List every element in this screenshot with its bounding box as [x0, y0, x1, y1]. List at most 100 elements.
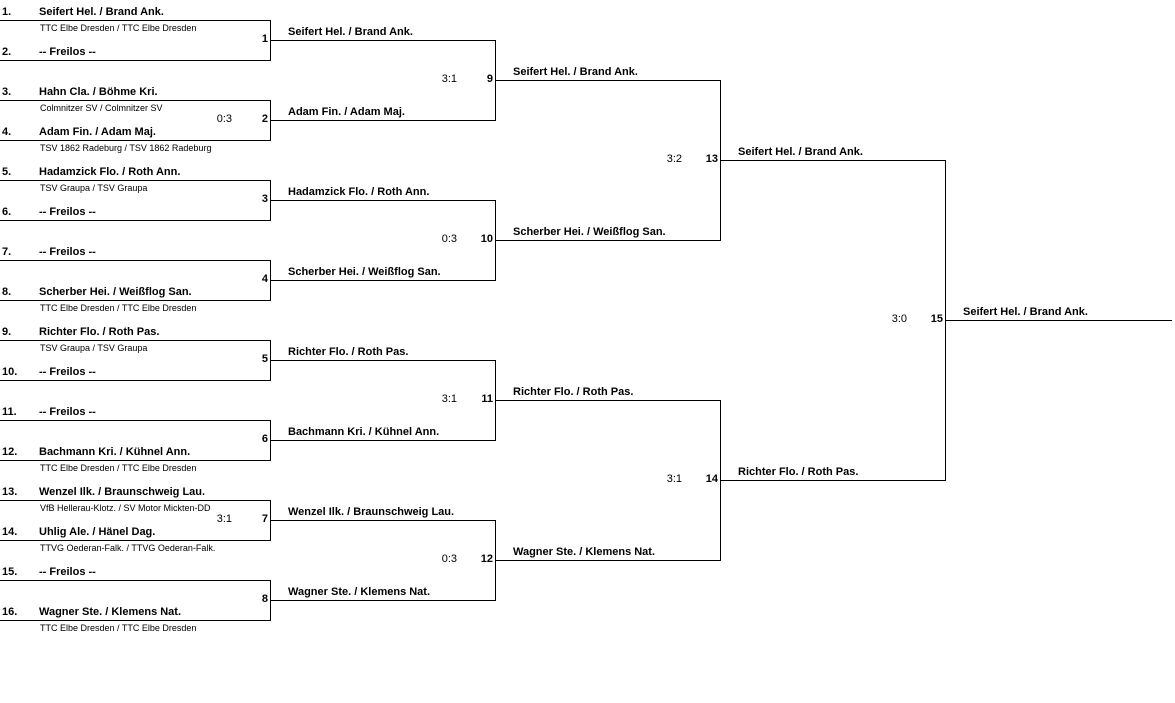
seed-number: 16.	[2, 606, 18, 618]
match-number: 7	[261, 513, 268, 525]
player-pair-name[interactable]: Richter Flo. / Roth Pas.	[39, 326, 160, 338]
match-winner-name[interactable]: Hadamzick Flo. / Roth Ann.	[288, 186, 430, 198]
match-number: 8	[261, 593, 268, 605]
player-club: TSV Graupa / TSV Graupa	[40, 183, 148, 193]
seed-number: 6.	[2, 206, 12, 218]
entry-line	[0, 300, 270, 301]
player-club: TSV 1862 Radeburg / TSV 1862 Radeburg	[40, 143, 212, 153]
match-number: 1	[261, 33, 268, 45]
seed-number: 12.	[2, 446, 18, 458]
match-winner-name[interactable]: Wagner Ste. / Klemens Nat.	[288, 586, 431, 598]
match-line	[945, 320, 1172, 321]
player-club: TTC Elbe Dresden / TTC Elbe Dresden	[40, 463, 197, 473]
player-pair-name[interactable]: -- Freilos --	[39, 246, 96, 258]
entry-line	[0, 220, 270, 221]
match-winner-name[interactable]: Scherber Hei. / Weißflog San.	[288, 266, 441, 278]
match-number: 13	[705, 153, 718, 165]
entry-line	[0, 140, 270, 141]
entry-line	[0, 60, 270, 61]
match-line	[270, 440, 495, 441]
match-number: 10	[480, 233, 493, 245]
match-score: 0:3	[216, 113, 232, 125]
entry-line	[0, 180, 270, 181]
entry-line	[0, 380, 270, 381]
match-winner-name[interactable]: Seifert Hel. / Brand Ank.	[738, 146, 863, 158]
entry-line	[0, 580, 270, 581]
match-score: 3:1	[441, 393, 457, 405]
entry-line	[0, 20, 270, 21]
match-line	[270, 360, 495, 361]
seed-number: 3.	[2, 86, 12, 98]
match-number: 14	[705, 473, 718, 485]
match-winner-name[interactable]: Richter Flo. / Roth Pas.	[738, 466, 859, 478]
player-pair-name[interactable]: Adam Fin. / Adam Maj.	[39, 126, 156, 138]
player-pair-name[interactable]: -- Freilos --	[39, 406, 96, 418]
player-pair-name[interactable]: Hadamzick Flo. / Roth Ann.	[39, 166, 181, 178]
player-pair-name[interactable]: -- Freilos --	[39, 566, 96, 578]
match-score: 3:1	[666, 473, 682, 485]
match-winner-name[interactable]: Scherber Hei. / Weißflog San.	[513, 226, 666, 238]
match-line	[270, 40, 495, 41]
seed-number: 13.	[2, 486, 18, 498]
entry-line	[0, 500, 270, 501]
match-line	[270, 520, 495, 521]
player-pair-name[interactable]: Uhlig Ale. / Hänel Dag.	[39, 526, 156, 538]
player-pair-name[interactable]: -- Freilos --	[39, 46, 96, 58]
entry-line	[0, 260, 270, 261]
player-pair-name[interactable]: Scherber Hei. / Weißflog San.	[39, 286, 192, 298]
match-winner-name[interactable]: Seifert Hel. / Brand Ank.	[288, 26, 413, 38]
match-winner-name[interactable]: Seifert Hel. / Brand Ank.	[513, 66, 638, 78]
player-pair-name[interactable]: Wagner Ste. / Klemens Nat.	[39, 606, 182, 618]
seed-number: 14.	[2, 526, 18, 538]
player-pair-name[interactable]: Wenzel Ilk. / Braunschweig Lau.	[39, 486, 206, 498]
match-score: 3:1	[216, 513, 232, 525]
entry-line	[0, 620, 270, 621]
player-club: Colmnitzer SV / Colmnitzer SV	[40, 103, 163, 113]
match-winner-name[interactable]: Wenzel Ilk. / Braunschweig Lau.	[288, 506, 455, 518]
match-score: 3:1	[441, 73, 457, 85]
player-club: TTVG Oederan-Falk. / TTVG Oederan-Falk.	[40, 543, 216, 553]
player-club: TTC Elbe Dresden / TTC Elbe Dresden	[40, 23, 197, 33]
match-winner-name[interactable]: Bachmann Kri. / Kühnel Ann.	[288, 426, 440, 438]
entry-line	[0, 540, 270, 541]
player-pair-name[interactable]: Seifert Hel. / Brand Ank.	[39, 6, 164, 18]
match-winner-name[interactable]: Richter Flo. / Roth Pas.	[513, 386, 634, 398]
player-club: TTC Elbe Dresden / TTC Elbe Dresden	[40, 303, 197, 313]
player-club: TSV Graupa / TSV Graupa	[40, 343, 148, 353]
player-pair-name[interactable]: Bachmann Kri. / Kühnel Ann.	[39, 446, 191, 458]
player-pair-name[interactable]: -- Freilos --	[39, 366, 96, 378]
player-pair-name[interactable]: Hahn Cla. / Böhme Kri.	[39, 86, 158, 98]
seed-number: 9.	[2, 326, 12, 338]
seed-number: 2.	[2, 46, 12, 58]
match-winner-name[interactable]: Adam Fin. / Adam Maj.	[288, 106, 405, 118]
match-score: 3:0	[891, 313, 907, 325]
match-number: 2	[261, 113, 268, 125]
match-score: 0:3	[441, 233, 457, 245]
match-number: 11	[481, 393, 493, 405]
entry-line	[0, 420, 270, 421]
player-club: TTC Elbe Dresden / TTC Elbe Dresden	[40, 623, 197, 633]
match-number: 15	[930, 313, 943, 325]
match-score: 0:3	[441, 553, 457, 565]
match-line	[720, 160, 945, 161]
match-number: 3	[261, 193, 268, 205]
match-number: 4	[261, 273, 268, 285]
seed-number: 1.	[2, 6, 12, 18]
entry-line	[0, 100, 270, 101]
player-club: VfB Hellerau-Klotz. / SV Motor Mickten-D…	[40, 503, 211, 513]
seed-number: 7.	[2, 246, 12, 258]
match-line	[270, 120, 495, 121]
seed-number: 15.	[2, 566, 18, 578]
match-line	[495, 240, 720, 241]
match-winner-name[interactable]: Seifert Hel. / Brand Ank.	[963, 306, 1088, 318]
player-pair-name[interactable]: -- Freilos --	[39, 206, 96, 218]
match-line	[720, 480, 945, 481]
entry-line	[0, 460, 270, 461]
seed-number: 5.	[2, 166, 12, 178]
match-line	[270, 600, 495, 601]
match-winner-name[interactable]: Wagner Ste. / Klemens Nat.	[513, 546, 656, 558]
match-number: 9	[486, 73, 493, 85]
match-winner-name[interactable]: Richter Flo. / Roth Pas.	[288, 346, 409, 358]
match-number: 12	[480, 553, 493, 565]
